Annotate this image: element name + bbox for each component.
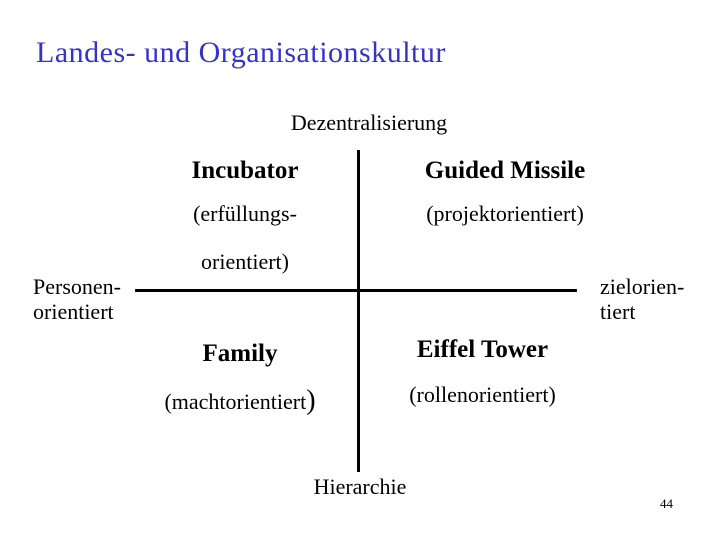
quadrant-top-right-name: Guided Missile: [424, 157, 586, 184]
vertical-axis-line: [357, 150, 360, 472]
quadrant-bottom-left-name: Family: [202, 340, 278, 367]
quadrant-top-right-subtitle: (projektorientiert): [426, 201, 584, 226]
axis-label-left-line1: Personen-: [33, 274, 121, 299]
axis-label-right-line2: tiert: [600, 299, 636, 324]
quadrant-bottom-right-name: Eiffel Tower: [416, 336, 549, 363]
quadrant-bottom-right-subtitle: (rollenorientiert): [409, 382, 556, 407]
axis-label-bottom: Hierarchie: [313, 474, 407, 499]
page-number: 44: [660, 496, 673, 511]
page-title: Landes- und Organisationskultur: [36, 36, 446, 69]
quadrant-bottom-left-subtitle-close-paren: ): [306, 385, 316, 416]
axis-label-left: Personen- orientiert: [33, 274, 121, 324]
axis-label-left-line2: orientiert: [33, 299, 114, 324]
quadrant-top-left-subtitle-line1: (erfüllungs-: [193, 201, 297, 226]
axis-label-top: Dezentralisierung: [290, 110, 448, 135]
quadrant-bottom-left-subtitle: (machtorientiert): [150, 385, 330, 417]
quadrant-bottom-left-subtitle-text: (machtorientiert: [164, 389, 307, 414]
horizontal-axis-line: [135, 289, 577, 292]
axis-label-right: zielorien- tiert: [600, 274, 684, 324]
quadrant-top-left-subtitle-line2: orientiert): [201, 249, 289, 274]
axis-label-right-line1: zielorien-: [600, 274, 685, 299]
quadrant-top-left-name: Incubator: [191, 157, 299, 184]
